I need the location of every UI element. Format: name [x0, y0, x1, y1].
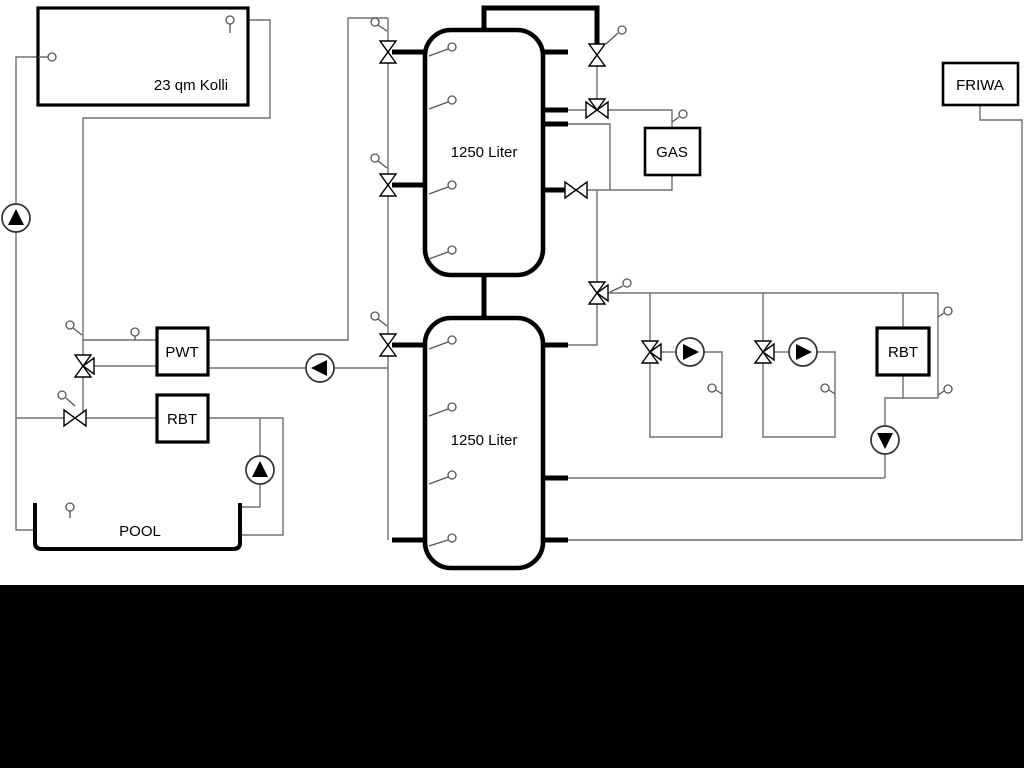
footer-bar	[0, 585, 1024, 768]
rbt-left-box	[155, 393, 210, 444]
solar-collector-box	[36, 6, 250, 107]
buffer-tank-top-body	[422, 27, 546, 278]
mixing-valve-heating-header	[587, 281, 609, 305]
temperature-sensor	[609, 278, 632, 293]
pump-pool	[245, 455, 275, 485]
temperature-sensor	[937, 306, 953, 318]
pump-heating-circuit-2	[788, 337, 818, 367]
pump-heating-circuit-1	[675, 337, 705, 367]
temperature-sensor	[428, 180, 457, 195]
rbt-right-box	[875, 326, 931, 377]
hydraulic-schematic: 23 qm Kolli 1250 Liter 1250 Liter GAS FR…	[1, 5, 1023, 571]
pool-walls	[33, 503, 242, 551]
friwa-label: FRIWA	[956, 77, 1004, 94]
temperature-sensor	[370, 17, 388, 32]
temperature-sensor	[225, 15, 235, 33]
pwt-label: PWT	[165, 344, 198, 361]
rbt-right-label: RBT	[888, 344, 918, 361]
temperature-sensor	[937, 384, 953, 396]
temperature-sensor	[428, 245, 457, 260]
rbt-right: RBT	[875, 326, 931, 377]
temperature-sensor	[38, 52, 57, 62]
rbt-left: RBT	[155, 393, 210, 444]
temperature-sensor	[428, 402, 457, 417]
temperature-sensor	[428, 533, 457, 547]
valve-pool-return	[63, 408, 87, 428]
solar-collector: 23 qm Kolli	[36, 6, 250, 107]
temperature-sensor	[428, 470, 457, 485]
temperature-sensor	[57, 390, 76, 407]
temperature-sensor	[820, 383, 836, 395]
pool-label: POOL	[119, 523, 161, 540]
temperature-sensors	[38, 15, 953, 547]
buffer-tank-bottom: 1250 Liter	[422, 315, 546, 571]
buffer-tank-bottom-label: 1250 Liter	[451, 432, 518, 449]
tank-connection-stubs	[392, 49, 568, 543]
temperature-sensor	[370, 311, 388, 327]
temperature-sensor	[428, 335, 457, 350]
pump-solar	[1, 203, 31, 233]
buffer-tank-top: 1250 Liter	[422, 27, 546, 278]
buffer-tank-bottom-body	[422, 315, 546, 571]
pipes	[15, 17, 1023, 541]
valve-tank-top-coil-upper	[378, 40, 398, 64]
solar-collector-label: 23 qm Kolli	[154, 77, 228, 94]
mixing-valve-pwt-primary	[73, 354, 95, 378]
pump-pwt	[305, 353, 335, 383]
temperature-sensor	[65, 502, 75, 518]
pump-rbt	[870, 425, 900, 455]
friwa-box	[941, 61, 1020, 107]
temperature-sensor	[428, 42, 457, 57]
valve-tank-top-supply	[587, 43, 607, 67]
friwa-station: FRIWA	[941, 61, 1020, 107]
rbt-left-label: RBT	[167, 411, 197, 428]
gas-boiler-box	[643, 126, 702, 177]
valve-tank-bottom-coil	[378, 333, 398, 357]
gas-boiler: GAS	[643, 126, 702, 177]
pwt-heat-exchanger: PWT	[155, 326, 210, 377]
temperature-sensor	[65, 320, 83, 336]
temperature-sensor	[428, 95, 457, 110]
pwt-box	[155, 326, 210, 377]
temperature-sensor	[370, 153, 388, 169]
temperature-sensor	[605, 25, 627, 45]
temperature-sensor	[671, 109, 688, 123]
buffer-tank-top-label: 1250 Liter	[451, 144, 518, 161]
temperature-sensor	[130, 327, 140, 340]
mixing-valve-heating-circuit-1	[640, 340, 662, 364]
mixing-valve-gas-supply	[585, 98, 609, 120]
valve-gas-return	[564, 180, 588, 200]
gas-boiler-label: GAS	[656, 144, 688, 161]
temperature-sensor	[707, 383, 723, 395]
valve-tank-top-coil-lower	[378, 173, 398, 197]
main-flow-lines	[481, 5, 600, 318]
mixing-valve-heating-circuit-2	[753, 340, 775, 364]
pool-basin: POOL	[33, 503, 242, 551]
